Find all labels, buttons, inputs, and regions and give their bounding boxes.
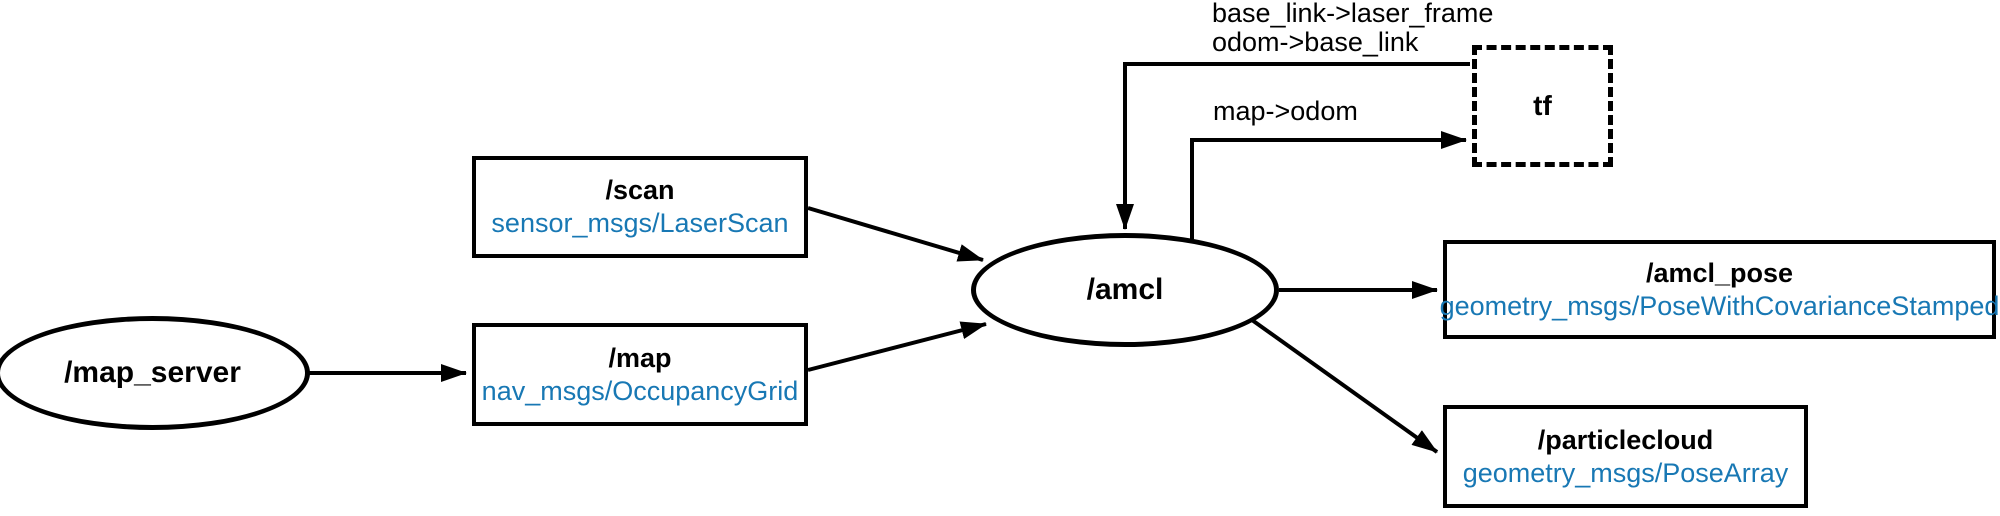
- node-tf-label: tf: [1533, 90, 1552, 121]
- node-amcl: /amcl: [971, 233, 1279, 347]
- edge-label-map-odom: map->odom: [1213, 96, 1358, 126]
- edge-amcl-to-tf: [1190, 131, 1467, 239]
- edge-label-odom-base-link: odom->base_link: [1212, 27, 1419, 57]
- node-amcl-label: /amcl: [1086, 273, 1164, 306]
- topic-map-type: nav_msgs/OccupancyGrid: [481, 375, 799, 406]
- edge-amcl-to-particlecloud: [1250, 318, 1439, 454]
- edge-label-base-link-laser-frame: base_link->laser_frame: [1212, 0, 1494, 28]
- topic-amcl-pose: /amcl_pose geometry_msgs/PoseWithCovaria…: [1440, 240, 1999, 339]
- topic-scan: /scan sensor_msgs/LaserScan: [472, 156, 808, 258]
- topic-particlecloud: /particlecloud geometry_msgs/PoseArray: [1443, 405, 1808, 508]
- node-map-server-label: /map_server: [64, 356, 241, 389]
- node-tf: tf: [1472, 45, 1613, 167]
- edge-map-to-amcl: [807, 321, 987, 372]
- edge-scan-to-amcl: [807, 206, 984, 262]
- edge-tf-to-amcl: [1116, 62, 1470, 230]
- node-map-server: /map_server: [0, 316, 310, 430]
- topic-amcl-pose-type: geometry_msgs/PoseWithCovarianceStamped: [1439, 290, 2000, 321]
- topic-amcl-pose-name: /amcl_pose: [1645, 257, 1794, 288]
- topic-scan-type: sensor_msgs/LaserScan: [491, 208, 789, 238]
- topic-particlecloud-name: /particlecloud: [1537, 424, 1714, 455]
- topic-map-name: /map: [608, 342, 672, 373]
- topic-particlecloud-type: geometry_msgs/PoseArray: [1462, 457, 1789, 488]
- topic-map: /map nav_msgs/OccupancyGrid: [472, 323, 808, 426]
- topic-scan-name: /scan: [605, 175, 675, 205]
